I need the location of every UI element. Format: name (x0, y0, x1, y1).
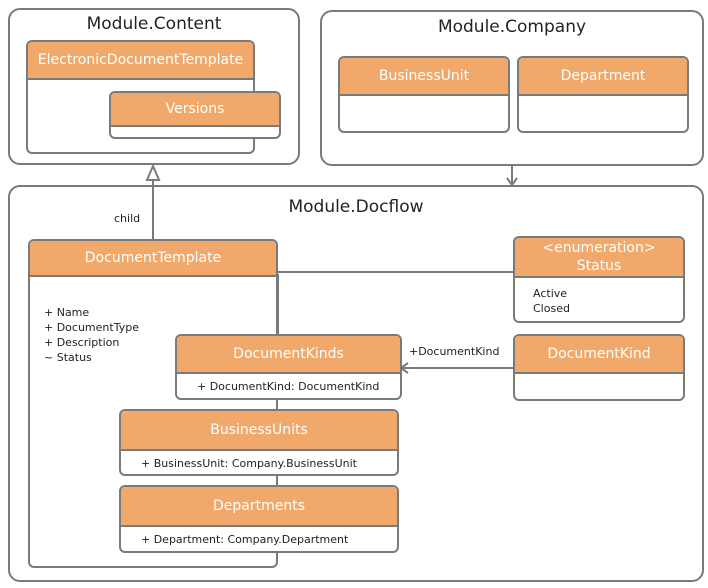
class-department[interactable]: Department (517, 56, 689, 133)
class-business-units-header: BusinessUnits (121, 411, 397, 451)
class-document-kinds-header: DocumentKinds (177, 336, 400, 374)
class-document-template-header: DocumentTemplate (30, 241, 276, 277)
class-business-units[interactable]: BusinessUnits + BusinessUnit: Company.Bu… (119, 409, 399, 476)
document-template-attribute: + Name (44, 306, 90, 319)
class-departments[interactable]: Departments + Department: Company.Depart… (119, 485, 399, 553)
status-value: Active (533, 287, 568, 300)
status-values: Active Closed (515, 278, 683, 316)
module-company-title: Module.Company (437, 17, 587, 37)
document-template-attribute: + Description (44, 336, 120, 349)
document-template-attributes: + Name + DocumentType + Description ~ St… (30, 277, 276, 365)
module-content-title: Module.Content (86, 14, 222, 34)
status-stereotype: <enumeration> (542, 240, 656, 256)
class-departments-header: Departments (121, 487, 397, 527)
class-status-header: <enumeration> Status (515, 238, 683, 278)
status-value: Closed (533, 302, 570, 315)
business-units-attribute: + BusinessUnit: Company.BusinessUnit (141, 457, 357, 470)
class-business-unit[interactable]: BusinessUnit (338, 56, 510, 133)
inheritance-arrowhead (145, 163, 161, 181)
class-document-kind-header: DocumentKind (515, 336, 683, 374)
document-kind-role-label: +DocumentKind (409, 345, 500, 358)
status-name: Status (576, 258, 622, 274)
document-template-attribute: + DocumentType (44, 321, 139, 334)
class-document-kinds[interactable]: DocumentKinds + DocumentKind: DocumentKi… (175, 334, 402, 400)
class-versions[interactable]: Versions (109, 91, 281, 139)
module-docflow: Module.Docflow (8, 185, 704, 582)
module-docflow-title: Module.Docflow (288, 197, 424, 217)
departments-attribute: + Department: Company.Department (141, 533, 349, 546)
document-template-attribute: ~ Status (44, 351, 92, 364)
class-department-header: Department (519, 58, 687, 96)
child-label: child (114, 212, 141, 225)
class-versions-header: Versions (111, 93, 279, 127)
class-business-unit-header: BusinessUnit (340, 58, 508, 96)
class-status-enumeration[interactable]: <enumeration> Status Active Closed (513, 236, 685, 323)
document-kinds-attribute: + DocumentKind: DocumentKind (197, 380, 380, 393)
class-document-kind[interactable]: DocumentKind (513, 334, 685, 401)
class-electronic-document-template-header: ElectronicDocumentTemplate (28, 42, 253, 80)
